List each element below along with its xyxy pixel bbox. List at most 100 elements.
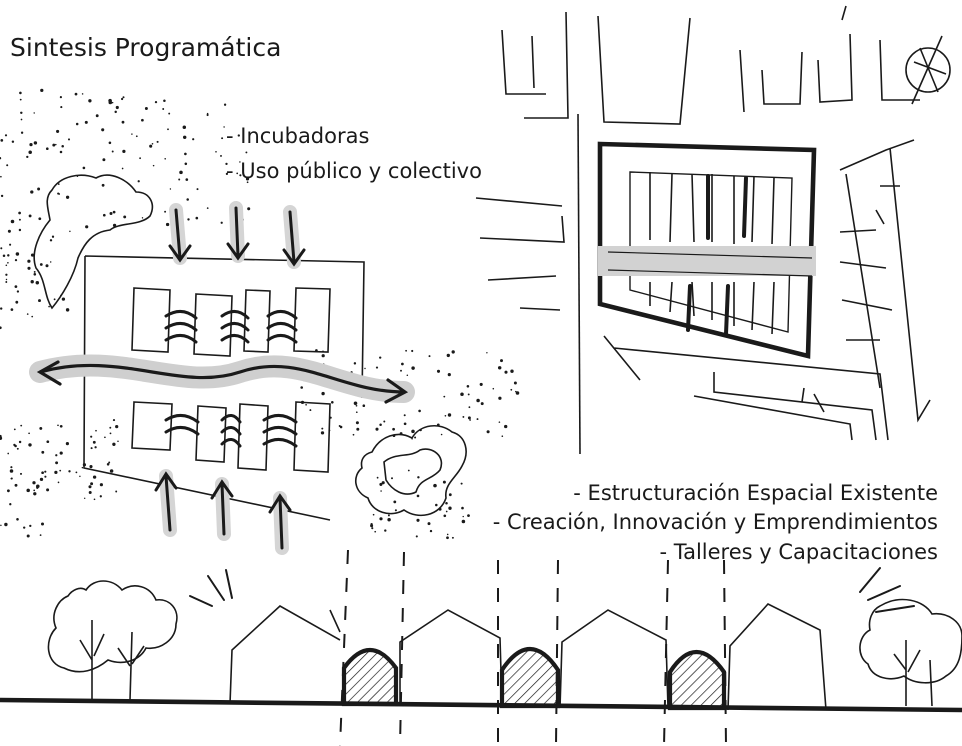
stipple-dot <box>416 518 420 522</box>
stipple-dot <box>59 150 63 154</box>
stipple-dot <box>81 466 84 469</box>
stipple-dot <box>246 181 249 184</box>
stipple-dot <box>84 120 88 124</box>
stipple-dot <box>28 150 32 154</box>
stipple-dot <box>49 261 52 263</box>
stipple-dot <box>364 367 366 370</box>
stipple-dot <box>149 144 153 148</box>
stipple-dot <box>0 247 3 250</box>
stipple-dot <box>10 466 13 469</box>
stipple-dot <box>467 416 471 420</box>
stipple-dot <box>321 427 324 430</box>
stipple-dot <box>30 253 35 257</box>
stipple-dot <box>18 211 21 215</box>
stipple-dot <box>101 183 105 187</box>
stipple-dot <box>48 305 50 308</box>
stipple-dot <box>392 427 395 431</box>
stipple-dot <box>480 402 484 406</box>
stipple-dot <box>433 483 437 488</box>
stipple-dot <box>451 536 454 539</box>
stipple-dot <box>61 145 64 148</box>
stipple-dot <box>462 515 464 518</box>
stipple-dot <box>321 391 325 396</box>
stipple-dot <box>4 522 8 527</box>
note-incubadoras: - Incubadoras <box>226 124 369 148</box>
stipple-dot <box>85 225 89 229</box>
stipple-dot <box>81 93 84 95</box>
stipple-dot <box>137 180 140 183</box>
stipple-dot <box>225 172 229 176</box>
stipple-dot <box>0 307 3 310</box>
stipple-dot <box>445 510 448 513</box>
stipple-dot <box>384 529 387 532</box>
stipple-dot <box>154 100 158 104</box>
stipple-dot <box>18 440 22 444</box>
stipple-dot <box>466 385 470 388</box>
note-creacion: - Creación, Innovación y Emprendimientos <box>493 510 938 534</box>
stipple-dot <box>393 500 397 504</box>
stipple-dot <box>411 349 414 353</box>
stipple-dot <box>448 493 452 497</box>
note-estructuracion: - Estructuración Espacial Existente <box>573 481 938 505</box>
stipple-dot <box>139 157 141 160</box>
stipple-dot <box>7 229 11 233</box>
stipple-dot <box>141 118 144 122</box>
stipple-dot <box>10 477 13 480</box>
stipple-dot <box>353 401 358 406</box>
lower-notes: - Estructuración Espacial Existente - Cr… <box>493 481 938 564</box>
stipple-dot <box>109 426 112 429</box>
stipple-dot <box>6 164 9 167</box>
stipple-dot <box>0 436 3 440</box>
stipple-dot <box>59 451 63 455</box>
stipple-dot <box>418 409 421 413</box>
stipple-dot <box>123 215 127 219</box>
stipple-dot <box>33 141 38 145</box>
stipple-dot <box>121 97 124 101</box>
stipple-dot <box>92 475 97 479</box>
stipple-dot <box>469 419 471 421</box>
stipple-dot <box>117 440 119 442</box>
stipple-dot <box>239 174 242 177</box>
stipple-dot <box>4 134 8 137</box>
stipple-dot <box>515 391 520 395</box>
stipple-dot <box>411 366 415 370</box>
stipple-dot <box>416 494 420 498</box>
stipple-dot <box>387 514 390 517</box>
stipple-dot <box>20 118 23 121</box>
stipple-dot <box>510 369 514 373</box>
stipple-dot <box>14 258 18 262</box>
stipple-dot <box>57 183 60 185</box>
stipple-dot <box>405 349 407 352</box>
stipple-dot <box>206 112 209 115</box>
stipple-dot <box>394 509 397 512</box>
stipple-dot <box>104 436 106 439</box>
stipple-dot <box>185 178 189 181</box>
stipple-dot <box>74 92 78 96</box>
stipple-dot <box>442 480 446 484</box>
stipple-dot <box>468 406 471 409</box>
stipple-dot <box>239 161 241 163</box>
stipple-dot <box>55 461 59 465</box>
stipple-dot <box>57 192 60 195</box>
stipple-dot <box>500 359 503 363</box>
stipple-dot <box>90 435 93 438</box>
stipple-dot <box>111 101 114 104</box>
stipple-dot <box>90 447 93 450</box>
stipple-dot <box>0 326 2 330</box>
stipple-dot <box>27 266 31 270</box>
stipple-dot <box>355 404 358 407</box>
stipple-dot <box>380 490 382 492</box>
stipple-dot <box>379 482 383 486</box>
stipple-dot <box>68 470 71 473</box>
stipple-dot <box>111 150 114 153</box>
stipple-dot <box>447 413 452 417</box>
stipple-dot <box>89 465 93 469</box>
stipple-dot <box>428 355 431 358</box>
stipple-dot <box>9 503 12 506</box>
stipple-dot <box>7 452 10 455</box>
stipple-dot <box>33 273 37 276</box>
stipple-dot <box>26 155 29 159</box>
stipple-dot <box>6 489 10 493</box>
stipple-dot <box>362 404 366 408</box>
stipple-dot <box>65 195 70 199</box>
